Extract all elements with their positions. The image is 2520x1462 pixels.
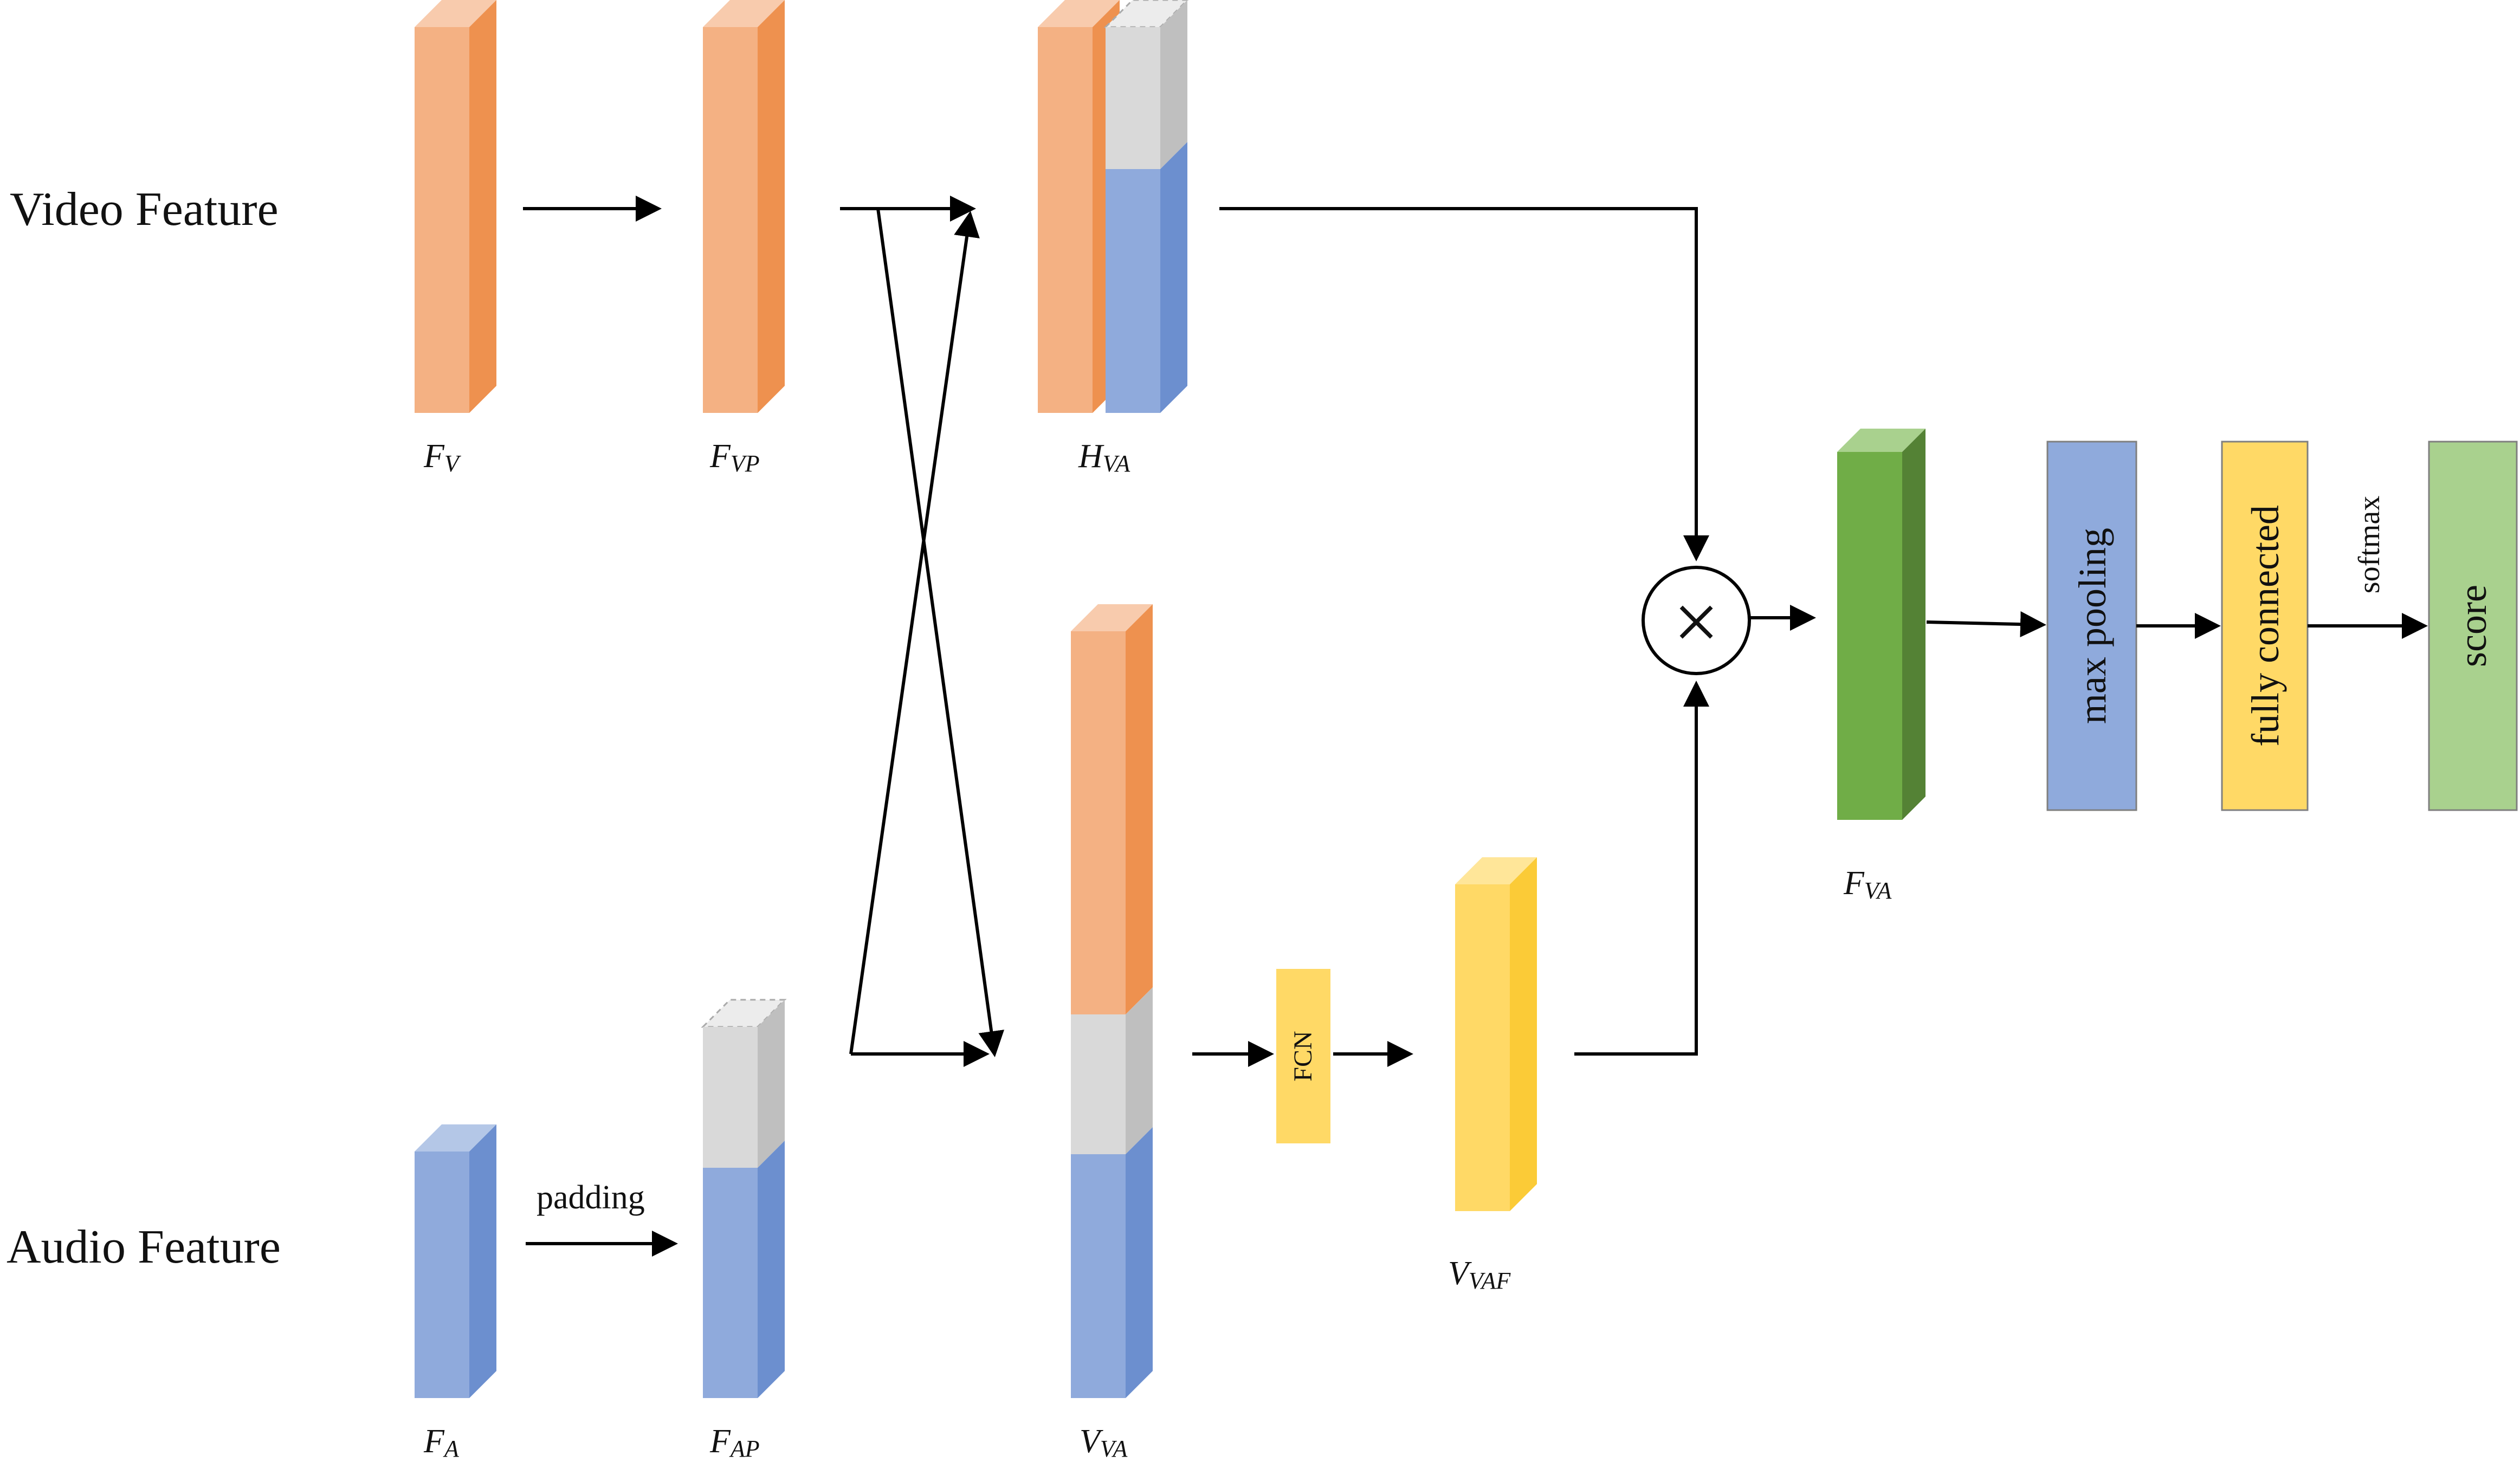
hva-block [1038,0,1189,413]
arrow-fva-maxpool [1926,611,2046,638]
vva-block [1071,604,1153,1398]
fcn-box: FCN [1276,969,1330,1143]
fcn-label: FCN [1289,1031,1317,1081]
video-feature-label: Video Feature [10,183,279,236]
fap-label: FAP [709,1423,760,1462]
fa-label: FA [423,1423,460,1462]
arrow-fvp-vva [840,207,1005,1057]
arrow-hva-multiply [1219,207,1709,561]
max-pooling-box: max pooling [2046,441,2137,811]
fa-block [415,1124,496,1398]
max-pooling-label: max pooling [2071,528,2114,724]
vvaf-block [1455,857,1537,1211]
fv-label: FV [423,438,462,477]
multiply-node: × [1642,566,1751,675]
hva-label: HVA [1078,438,1130,477]
fv-block [415,0,496,413]
arrow-vvaf-multiply [1574,681,1709,1056]
vva-label: VVA [1080,1423,1128,1462]
score-box: score [2428,441,2518,811]
audio-feature-label: Audio Feature [7,1221,281,1273]
fva-label: FVA [1843,865,1892,904]
fva-block [1837,429,1925,820]
score-label: score [2451,585,2495,667]
fvp-label: FVP [709,438,760,477]
fully-connected-box: fully connected [2221,441,2309,811]
multiply-symbol: × [1673,577,1720,667]
vvaf-label: VVAF [1448,1255,1511,1294]
padding-label: padding [537,1179,645,1216]
arrow-fap-hva [849,211,980,1055]
connectors [523,196,2428,1257]
softmax-label: softmax [2353,496,2386,593]
fap-block [701,999,787,1398]
fvp-block [703,0,785,413]
fully-connected-label: fully connected [2244,505,2287,747]
